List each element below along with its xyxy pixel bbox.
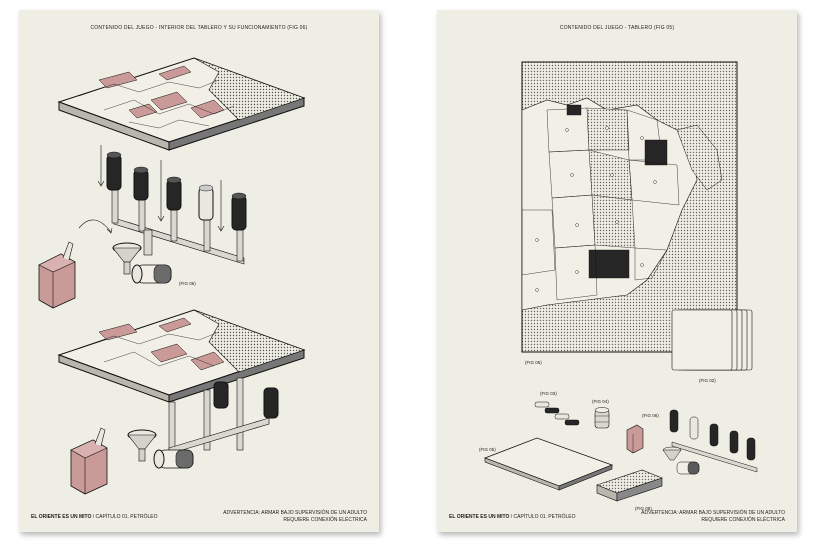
funnel-pump-bottom (127, 429, 194, 469)
figure-label: (FIG 06) (179, 281, 196, 286)
figure-label-base: (FIG 05) (479, 447, 496, 452)
figure-label-box: (FIG 08) (635, 506, 652, 511)
warning-line-2: REQUIERE CONEXIÓN ELÉCTRICA (283, 517, 367, 523)
warning-line-1: ADVERTENCIA: ARMAR BAJO SUPERVISIÓN DE U… (223, 510, 367, 516)
mini-pipe-system (662, 409, 758, 475)
footer-chapter: / CAPÍTULO 01. PETRÓLEO (91, 514, 158, 520)
card-stack (671, 309, 753, 371)
funnel-pump (112, 242, 172, 284)
board-bottom (57, 309, 306, 455)
barrel (594, 407, 610, 429)
figure-label-tanks: (FIG 06) (642, 413, 659, 418)
warning-line-2: REQUIERE CONEXIÓN ELÉCTRICA (701, 517, 785, 523)
oil-tanks (106, 151, 247, 231)
footer-warning: ADVERTENCIA: ARMAR BAJO SUPERVISIÓN DE U… (641, 510, 785, 524)
small-jerrycan (626, 424, 644, 454)
footer-chapter: / CAPÍTULO 01. PETRÓLEO (509, 514, 576, 520)
pipe-system (111, 184, 245, 265)
game-pieces (534, 401, 580, 426)
jerrycan-bottom (70, 427, 108, 495)
figure-label-cards: (FIG 02) (699, 378, 716, 383)
flow-arrows (78, 145, 225, 234)
board-map-illustration: (FIG 05) (FIG 02) (FIG 03) (FIG 04) (FIG… (479, 61, 758, 511)
footer-series: EL ORIENTE ES UN MITO / CAPÍTULO 01. PET… (449, 514, 576, 520)
footer-brand: EL ORIENTE ES UN MITO (31, 514, 92, 520)
figure-label-map: (FIG 05) (525, 360, 542, 365)
board-top (57, 57, 306, 151)
warning-line-1: ADVERTENCIA: ARMAR BAJO SUPERVISIÓN DE U… (641, 510, 785, 516)
sheet-title: CONTENIDO DEL JUEGO - TABLERO (FIG 05) (559, 25, 675, 31)
base-board (483, 437, 614, 491)
jerrycan (38, 241, 76, 309)
game-box (596, 469, 663, 502)
figure-label-barrel: (FIG 04) (592, 399, 609, 404)
map-board (521, 61, 738, 353)
board-interior-illustration: (FIG 06) (38, 57, 306, 495)
footer-brand: EL ORIENTE ES UN MITO (449, 514, 510, 520)
footer-series: EL ORIENTE ES UN MITO / CAPÍTULO 01. PET… (31, 514, 158, 520)
poster-sheet-left: CONTENIDO DEL JUEGO - INTERIOR DEL TABLE… (19, 10, 379, 532)
sheet-title: CONTENIDO DEL JUEGO - INTERIOR DEL TABLE… (90, 25, 308, 31)
footer-warning: ADVERTENCIA: ARMAR BAJO SUPERVISIÓN DE U… (223, 510, 367, 524)
poster-sheet-right: CONTENIDO DEL JUEGO - TABLERO (FIG 05) (437, 10, 797, 532)
figure-label-pieces: (FIG 03) (540, 391, 557, 396)
